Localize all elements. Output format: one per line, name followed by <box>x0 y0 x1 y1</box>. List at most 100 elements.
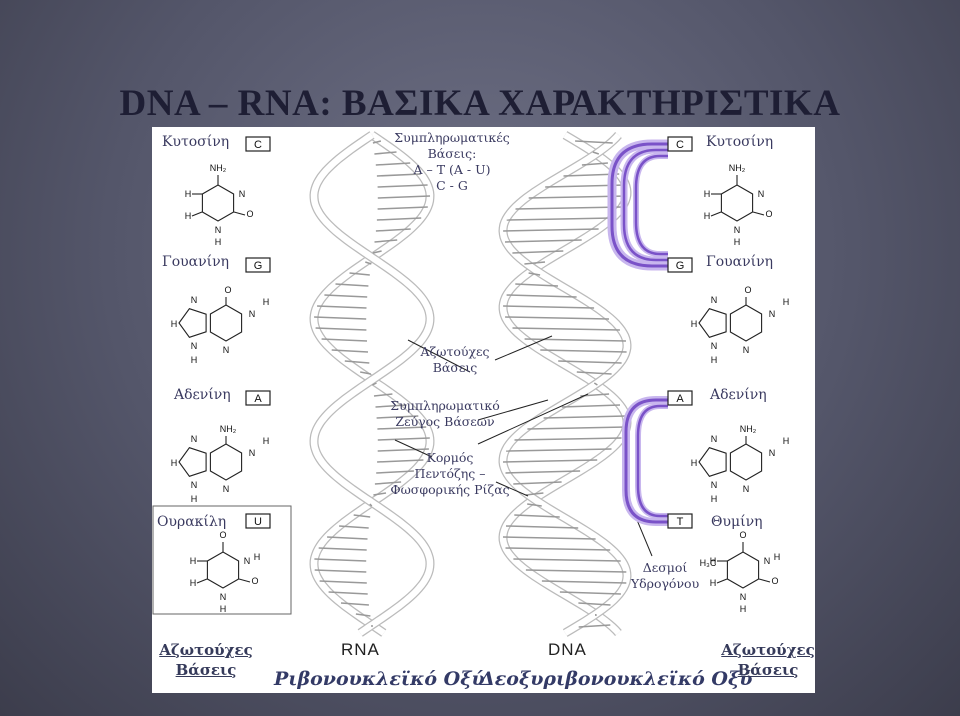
helix-base-rung <box>515 206 623 210</box>
molecule-ring <box>206 551 240 589</box>
right-base-adenine-label: Αδενίνη <box>710 387 767 403</box>
helix-base-rung <box>525 492 544 496</box>
footer-rna-name: Ριβονουκλεϊκό Οξύ <box>274 668 485 690</box>
helix-base-rung <box>373 492 387 496</box>
atom-label: N <box>223 345 230 355</box>
pointer-line <box>495 481 529 497</box>
helix-base-rung <box>558 360 622 364</box>
helix-base-rung <box>328 591 368 595</box>
rna-helix <box>309 131 435 637</box>
atom-label: N <box>740 592 747 602</box>
atom-label: O <box>219 530 226 540</box>
helix-base-rung <box>377 206 428 210</box>
bracket-glow <box>622 396 668 526</box>
atom-label: H <box>711 355 718 365</box>
atom-label: O <box>246 209 253 219</box>
molecule-ring <box>178 447 207 477</box>
base-letter-box <box>667 390 693 406</box>
atom-label: NH₂ <box>729 163 746 173</box>
callout-line: Φωσφορικής Ρίζας <box>390 482 510 497</box>
base-letter-box <box>245 390 271 406</box>
atom-label: N <box>191 434 198 444</box>
helix-base-rung <box>376 470 414 474</box>
atom-label: N <box>743 345 750 355</box>
atom-label: H <box>691 319 698 329</box>
footer-line: Βάσεις <box>175 661 237 679</box>
atom-label: N <box>244 556 251 566</box>
pointer-line <box>407 339 471 373</box>
atom-label: NH₂ <box>740 424 757 434</box>
helix-base-rung <box>505 547 611 551</box>
callout-line: Κορμός <box>426 450 474 465</box>
helix-base-rung <box>575 140 613 144</box>
helix-base-rung <box>377 184 428 188</box>
atom-label: H <box>171 458 178 468</box>
atom-label: H <box>191 494 198 504</box>
helix-base-rung <box>321 338 368 342</box>
helix-base-rung <box>377 448 429 452</box>
molecule-ring <box>720 184 754 222</box>
base-letter: C <box>254 139 262 151</box>
molecule-bond <box>191 211 203 217</box>
helix-base-rung <box>506 448 612 452</box>
hydrogen-bonds-callout: Δεσμοί Υδρογόνου <box>620 560 710 592</box>
base-letter: G <box>676 260 685 272</box>
helix-base-rung <box>541 580 627 584</box>
helix-base-rung <box>561 404 621 408</box>
helix-base-rung <box>374 481 402 485</box>
atom-label: H <box>263 297 270 307</box>
pointer-line <box>394 439 433 458</box>
helix-base-rung <box>513 481 562 485</box>
helix-base-rung <box>527 503 542 507</box>
hydrogen-bond-brackets <box>607 139 668 526</box>
footer-left-nitrogen-bases: Αζωτούχες Βάσεις <box>156 640 256 680</box>
helix-base-rung <box>365 261 372 265</box>
atom-label: N <box>223 484 230 494</box>
atom-label: N <box>711 480 718 490</box>
footer-line: Αζωτούχες <box>159 641 253 659</box>
helix-base-rung <box>505 470 581 474</box>
helix-base-rung <box>376 217 422 221</box>
helix-base-rung <box>505 525 579 529</box>
atom-label: N <box>711 434 718 444</box>
atom-label: O <box>739 530 746 540</box>
helix-base-rung <box>373 393 393 397</box>
right-base-thymine-label: Θυμίνη <box>711 514 763 530</box>
bracket-cg-inner <box>634 154 668 256</box>
base-letter: A <box>676 393 684 405</box>
helix-base-rung <box>376 415 419 419</box>
atom-label: H <box>220 604 227 614</box>
molecule-bond <box>233 211 246 216</box>
atom-label: O <box>765 209 772 219</box>
helix-base-rung <box>340 602 369 606</box>
helix-backbone-fill <box>310 132 434 636</box>
right-base-cytosine-label: Κυτοσίνη <box>706 134 774 150</box>
atom-label: H <box>704 189 711 199</box>
atom-label: H <box>691 458 698 468</box>
complementary-line-1: Συμπληρωματικές <box>394 130 510 145</box>
helix-base-rung <box>349 272 370 276</box>
helix-base-rung <box>504 239 582 243</box>
atom-label: N <box>249 448 256 458</box>
atom-label: N <box>220 592 227 602</box>
atom-label: H <box>190 556 197 566</box>
atom-labels: NH₂NNOHHHNH₂NNOHHHOHNNNNHHOHNNNNHHNH₂HNN… <box>171 163 790 614</box>
footer-line: Αζωτούχες <box>721 641 815 659</box>
helix-base-rung <box>503 228 599 232</box>
atom-label: H <box>740 604 747 614</box>
atom-label: H <box>185 189 192 199</box>
molecule-structures <box>178 175 771 589</box>
helix-base-rung <box>360 371 371 375</box>
molecule-ring <box>209 443 243 481</box>
helix-base-rung <box>524 261 546 265</box>
helix-base-rung <box>559 591 621 595</box>
complementary-line-4: C - G <box>436 178 468 193</box>
helix-backbone <box>309 131 435 637</box>
base-letter-box <box>245 257 271 273</box>
helix-base-rung <box>515 283 559 287</box>
helix-base-rung <box>578 602 611 606</box>
atom-label: N <box>215 225 222 235</box>
helix-base-rung <box>344 360 370 364</box>
complementary-line-3: A – T (A - U) <box>413 162 491 177</box>
